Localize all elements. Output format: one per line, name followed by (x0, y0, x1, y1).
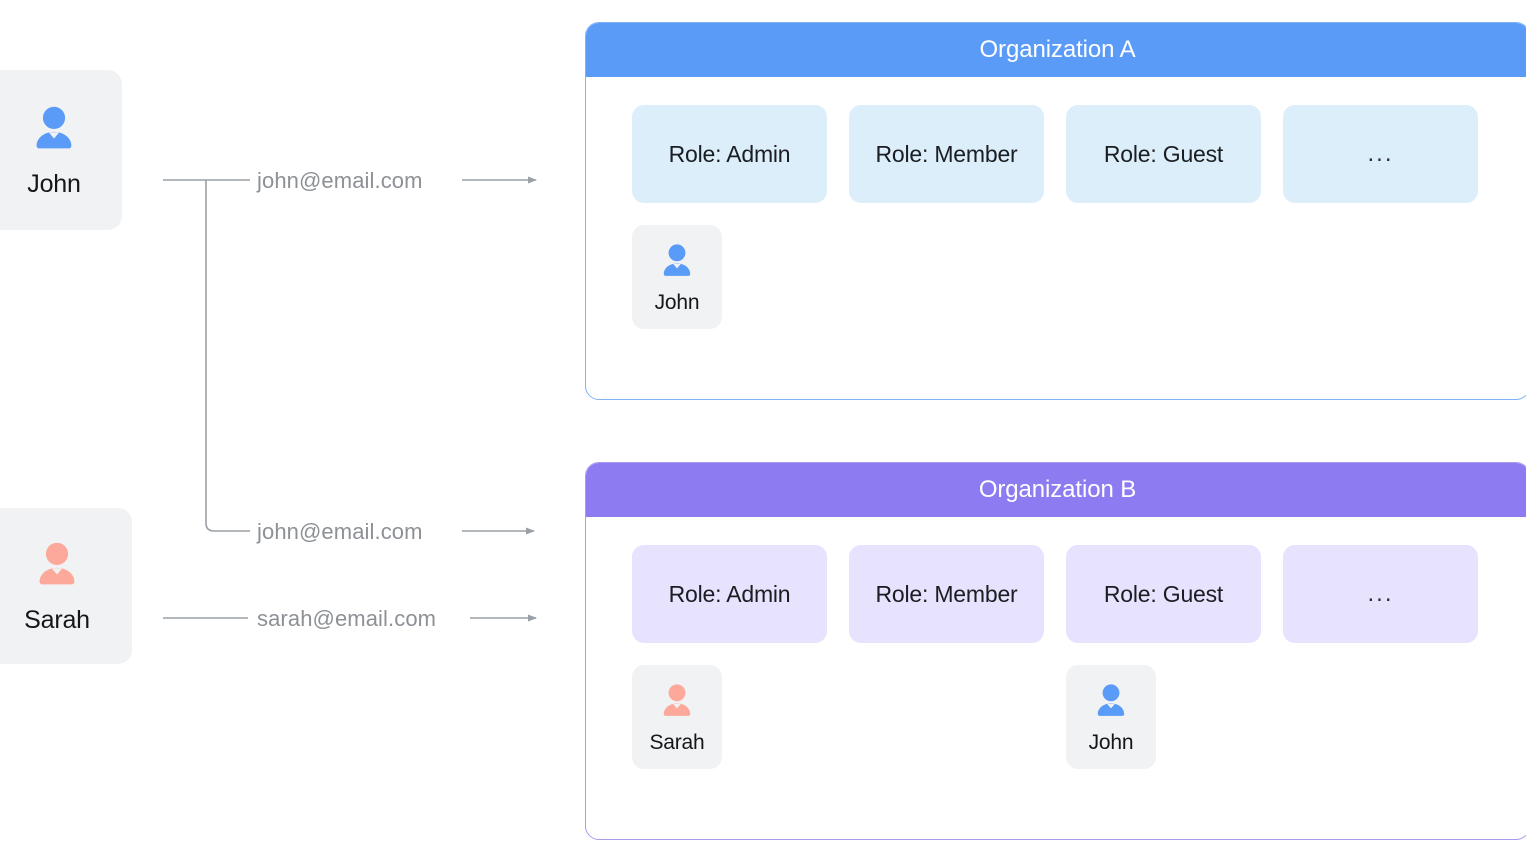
edge-label-john-org-b: john@email.com (257, 519, 423, 544)
edge-john-branch-down (205, 180, 250, 532)
role-chip-admin[interactable]: Role: Admin (632, 545, 827, 643)
role-chip-member[interactable]: Role: Member (849, 545, 1044, 643)
role-chip-guest[interactable]: Role: Guest (1066, 105, 1261, 203)
member-name: Sarah (649, 730, 705, 754)
person-name: John (27, 170, 81, 198)
org-header-a: Organization A (586, 23, 1526, 77)
org-header-b: Organization B (586, 463, 1526, 517)
member-name: John (1088, 730, 1134, 754)
person-icon (28, 537, 86, 595)
role-chip-more[interactable]: ... (1283, 105, 1478, 203)
edge-label-john-org-a: john@email.com (257, 168, 423, 193)
person-icon (25, 101, 83, 159)
member-card-john[interactable]: John (1066, 665, 1156, 769)
role-row: Role: Admin Role: Member Role: Guest ... (632, 105, 1483, 203)
member-name: John (654, 290, 700, 314)
person-card-john[interactable]: John (0, 70, 122, 230)
org-title: Organization B (978, 476, 1137, 503)
member-card-john[interactable]: John (632, 225, 722, 329)
member-row: John (632, 225, 1483, 329)
member-slot: John (1066, 665, 1261, 769)
role-row: Role: Admin Role: Member Role: Guest ... (632, 545, 1483, 643)
edge-label-sarah-org-b: sarah@email.com (257, 606, 437, 631)
org-body-b: Role: Admin Role: Member Role: Guest ... (586, 517, 1526, 769)
org-panel-a: Organization A Role: Admin Role: Member … (585, 22, 1526, 400)
member-row: Sarah John (632, 665, 1483, 769)
member-slot: Sarah (632, 665, 827, 769)
person-icon (655, 240, 699, 284)
org-panel-b: Organization B Role: Admin Role: Member … (585, 462, 1526, 840)
org-title: Organization A (979, 36, 1136, 63)
member-slot: John (632, 225, 827, 329)
person-name: Sarah (24, 606, 90, 634)
person-icon (1089, 680, 1133, 724)
member-card-sarah[interactable]: Sarah (632, 665, 722, 769)
person-icon (655, 680, 699, 724)
role-chip-more[interactable]: ... (1283, 545, 1478, 643)
org-body-a: Role: Admin Role: Member Role: Guest ... (586, 77, 1526, 329)
role-chip-member[interactable]: Role: Member (849, 105, 1044, 203)
person-card-sarah[interactable]: Sarah (0, 508, 132, 664)
role-chip-guest[interactable]: Role: Guest (1066, 545, 1261, 643)
role-chip-admin[interactable]: Role: Admin (632, 105, 827, 203)
